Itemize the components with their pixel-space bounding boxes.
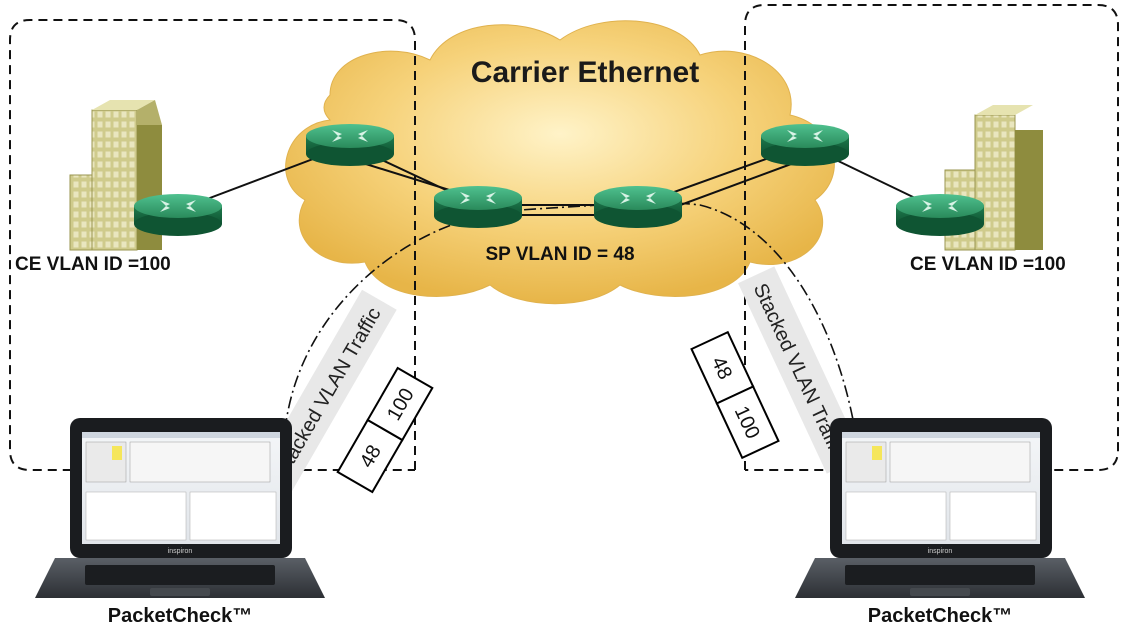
ce-router-right — [896, 194, 984, 236]
ce-vlan-label-left: CE VLAN ID =100 — [15, 254, 171, 275]
laptop-brand-left: inspiron — [168, 548, 193, 555]
building-left — [69, 100, 162, 251]
left-site-boundary — [9, 19, 416, 471]
ce-router-left — [134, 194, 222, 236]
core-router-right — [594, 186, 682, 228]
product-label-right: PacketCheck™ — [868, 605, 1013, 627]
pe-router-right — [761, 124, 849, 166]
product-label-left: PacketCheck™ — [108, 605, 253, 627]
vlan-tag-stack-left: 48 100 — [336, 366, 434, 494]
cloud-title: Carrier Ethernet — [471, 56, 699, 89]
right-site-boundary — [744, 4, 1119, 471]
vlan-tag-stack-right: 48 100 — [690, 330, 780, 460]
carrier-ethernet-cloud — [285, 20, 835, 305]
laptop-right: inspiron — [795, 418, 1085, 598]
sp-vlan-label: SP VLAN ID = 48 — [485, 244, 634, 265]
laptop-left: inspiron — [35, 418, 325, 598]
ce-vlan-label-right: CE VLAN ID =100 — [910, 254, 1066, 275]
laptop-brand-right: inspiron — [928, 548, 953, 555]
building-right — [944, 105, 1043, 251]
core-router-left — [434, 186, 522, 228]
pe-router-left — [306, 124, 394, 166]
traffic-path-left — [284, 202, 856, 431]
